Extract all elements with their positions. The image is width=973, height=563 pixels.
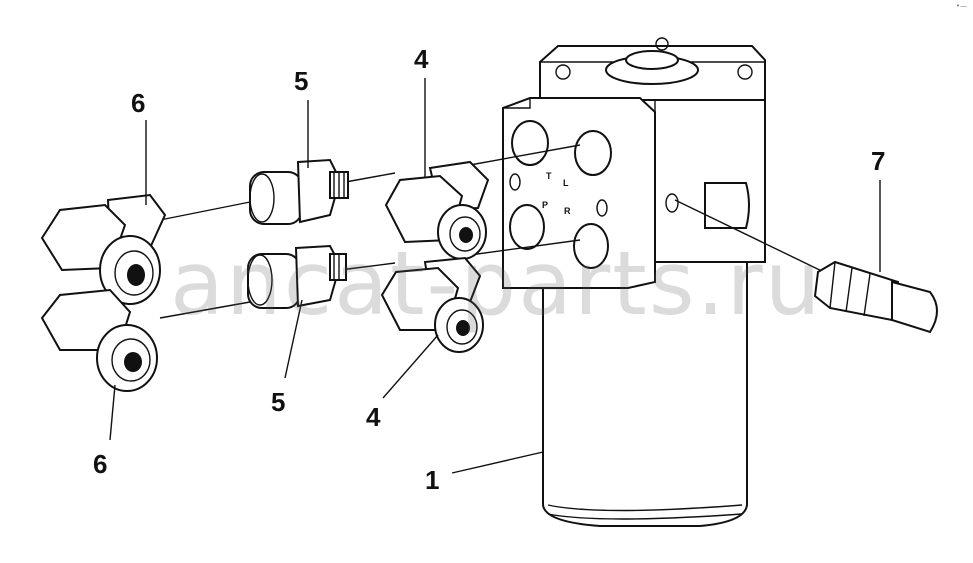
callout-5-top: 5: [294, 66, 309, 96]
steering-unit-body: [539, 37, 766, 527]
leader-lines: [109, 78, 881, 474]
callout-7: 7: [871, 146, 886, 176]
callout-4-top: 4: [414, 44, 429, 74]
callout-6-bottom: 6: [93, 449, 108, 479]
port-label-l: L: [563, 178, 569, 188]
callout-4-bottom: 4: [366, 402, 381, 432]
watermark-text: ancat-parts.ru: [170, 232, 823, 335]
port-manifold-plate: T L P R: [502, 97, 656, 289]
swivel-elbow-lower: [380, 256, 484, 353]
elbow-fitting-upper: [40, 193, 167, 305]
straight-adapter-lower: [247, 244, 347, 309]
corner-mark: •—: [955, 2, 967, 10]
elbow-fitting-lower: [40, 288, 158, 392]
callout-5-bottom: 5: [271, 387, 286, 417]
port-label-t: T: [546, 171, 552, 181]
plug-fitting: [813, 260, 938, 334]
port-label-r: R: [564, 206, 571, 216]
swivel-elbow-upper: [384, 160, 490, 260]
callout-1: 1: [425, 465, 440, 495]
straight-adapter-upper: [249, 158, 349, 225]
port-label-p: P: [542, 200, 548, 210]
assembly-axis-lines: [159, 144, 831, 319]
callout-6-top: 6: [131, 88, 146, 118]
